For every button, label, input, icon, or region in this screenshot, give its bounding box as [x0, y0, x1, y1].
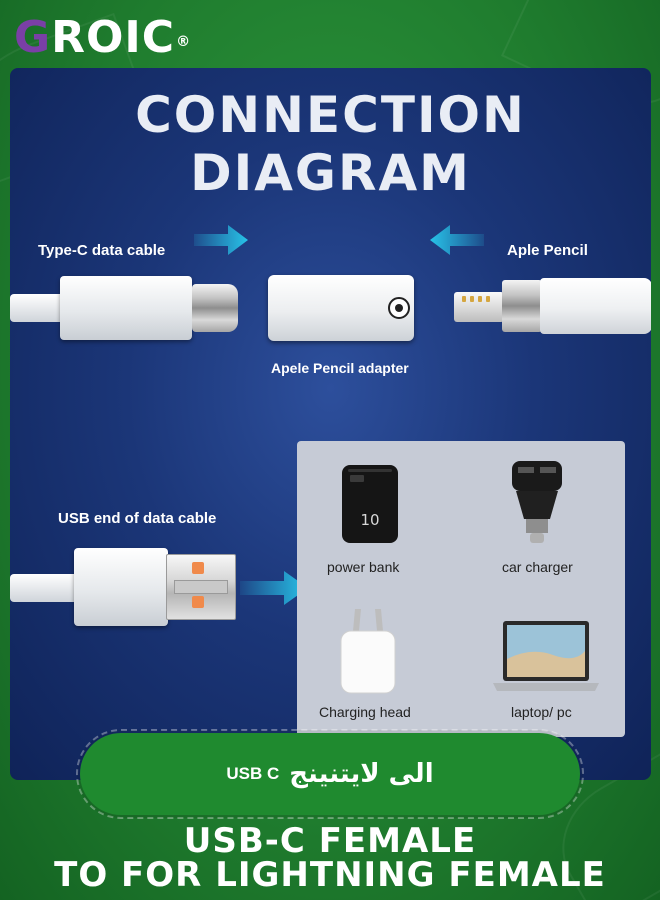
type-c-cable-label: Type-C data cable	[38, 242, 166, 259]
banner-text-row: USB C الى لايتنينج	[80, 733, 580, 815]
power-bank-icon: 10	[342, 465, 398, 543]
banner-english-text: USB C	[226, 764, 280, 783]
arrow-left-icon	[430, 225, 484, 255]
lightning-pin	[462, 296, 466, 302]
usb-a-pin	[192, 596, 204, 608]
brand-logo: GROIC®	[14, 12, 192, 63]
arrow-right-icon	[194, 225, 248, 255]
registered-mark: ®	[176, 34, 192, 50]
type-c-metal-plug	[192, 284, 238, 332]
arrow-to-devices-icon	[240, 571, 308, 605]
pencil-metal-band	[502, 280, 542, 332]
apple-pencil-body	[540, 278, 651, 334]
device-label-laptop: laptop/ pc	[511, 704, 572, 720]
car-charger-icon	[512, 461, 562, 543]
lightning-pin	[486, 296, 490, 302]
device-label-power-bank: power bank	[327, 559, 400, 575]
diagram-title: CONNECTION DIAGRAM	[135, 86, 526, 202]
usb-a-pin	[192, 562, 204, 574]
laptop-icon	[493, 621, 599, 691]
adapter-label: Apele Pencil adapter	[271, 360, 409, 376]
device-label-charging-head: Charging head	[319, 704, 411, 720]
adapter-port-dot	[395, 304, 403, 312]
lightning-pin	[478, 296, 482, 302]
lightning-pin	[470, 296, 474, 302]
power-bank-capacity-text: 10	[360, 511, 379, 529]
device-label-car-charger: car charger	[502, 559, 573, 575]
usb-end-label: USB end of data cable	[58, 510, 217, 527]
product-title-line-2: TO FOR LIGHTNING FEMALE	[54, 855, 606, 895]
pencil-label: Aple Pencil	[507, 242, 588, 259]
banner-arabic-text: الى لايتنينج	[289, 759, 434, 789]
banner-dashed-outline	[76, 729, 584, 819]
usb-a-cable-wire	[10, 574, 80, 602]
product-title-line-1: USB-C FEMALE	[183, 821, 477, 861]
charging-head-icon	[340, 609, 396, 694]
usb-a-shell-slot	[174, 580, 228, 594]
arabic-banner	[80, 733, 580, 815]
connection-diagram-panel: CONNECTION DIAGRAM Type-C data cable Apl…	[10, 68, 651, 780]
compatible-devices-box: 10 power bank car charger Charging head	[297, 441, 625, 737]
type-c-connector-body	[60, 276, 192, 340]
adapter-port-icon	[388, 297, 410, 319]
brand-name-rest: ROIC	[51, 12, 176, 63]
usb-a-connector-body	[74, 548, 168, 626]
